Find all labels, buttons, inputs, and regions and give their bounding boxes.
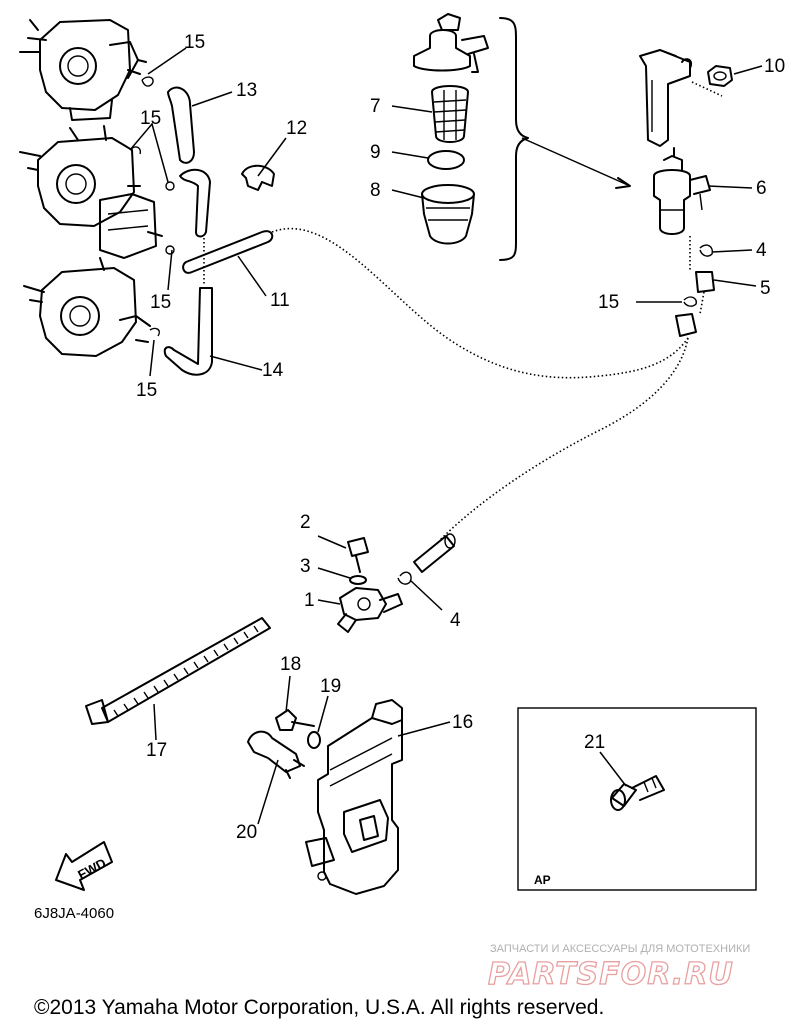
o-ring-9	[427, 150, 465, 170]
inset-label: AP	[534, 873, 551, 887]
callout-8: 8	[370, 180, 381, 201]
bolt-18	[275, 709, 315, 731]
fuel-joint-1	[337, 587, 403, 633]
callout-14: 14	[262, 360, 284, 381]
callout-17: 17	[146, 740, 167, 761]
washer-3	[349, 575, 367, 585]
tie-strap-17	[85, 617, 271, 725]
callout-15: 15	[136, 380, 157, 401]
screw-2	[347, 537, 369, 573]
callout-12: 12	[286, 118, 307, 139]
carburetor-top	[19, 19, 147, 121]
hose-short	[179, 168, 211, 238]
clip-12	[241, 164, 275, 191]
callout-5: 5	[760, 278, 771, 299]
clip-15-right	[683, 296, 697, 307]
callout-15: 15	[184, 32, 205, 53]
callout-20: 20	[236, 822, 257, 843]
hose-11	[182, 230, 274, 274]
callout-13: 13	[236, 80, 257, 101]
washer-19	[307, 731, 321, 749]
callout-10: 10	[764, 56, 785, 77]
callout-1: 1	[304, 590, 315, 611]
filter-element-7	[431, 85, 469, 143]
callout-16: 16	[452, 712, 473, 733]
callout-18: 18	[280, 654, 301, 675]
clamp-20	[247, 730, 305, 779]
bracket-16	[305, 699, 403, 895]
joint-5	[695, 271, 715, 293]
watermark-subtitle: ЗАПЧАСТИ И АКСЕССУАРЫ ДЛЯ МОТОТЕХНИКИ	[490, 943, 750, 955]
inset-box	[517, 707, 757, 891]
filter-cap	[413, 13, 489, 73]
copyright-notice: ©2013 Yamaha Motor Corporation, U.S.A. A…	[34, 996, 605, 1019]
callout-4: 4	[450, 610, 461, 631]
carburetor-middle	[19, 125, 163, 259]
callout-15: 15	[598, 292, 619, 313]
fuel-filter-6	[653, 147, 711, 235]
callout-7: 7	[370, 96, 381, 117]
callout-19: 19	[320, 676, 341, 697]
callout-21: 21	[584, 732, 605, 753]
callout-2: 2	[300, 512, 311, 533]
hose-joint-4-lower	[413, 533, 456, 573]
fwd-label: FWD	[75, 855, 108, 882]
clip-4-lower	[397, 571, 412, 585]
carburetor-bottom	[23, 257, 151, 357]
callout-3: 3	[300, 556, 311, 577]
watermark-brand: PARTSFOR.RU	[488, 957, 734, 992]
clip-4-upper	[699, 244, 714, 257]
callout-4: 4	[756, 240, 767, 261]
callout-11: 11	[270, 290, 290, 311]
bolt-21	[610, 775, 665, 811]
nut-10	[707, 65, 733, 87]
leader-lines	[129, 47, 763, 825]
hose-end-right	[675, 313, 697, 337]
callout-6: 6	[756, 178, 767, 199]
bracket-plate	[639, 49, 692, 147]
callout-9: 9	[370, 142, 381, 163]
callout-15: 15	[140, 108, 161, 129]
fwd-arrow-icon	[55, 841, 113, 891]
filter-cup-8	[421, 184, 475, 245]
callout-15: 15	[150, 292, 171, 313]
group-bracket	[499, 17, 529, 261]
hose-14	[163, 287, 213, 376]
hose-13	[167, 86, 195, 164]
drawing-code: 6J8JA-4060	[34, 905, 114, 922]
